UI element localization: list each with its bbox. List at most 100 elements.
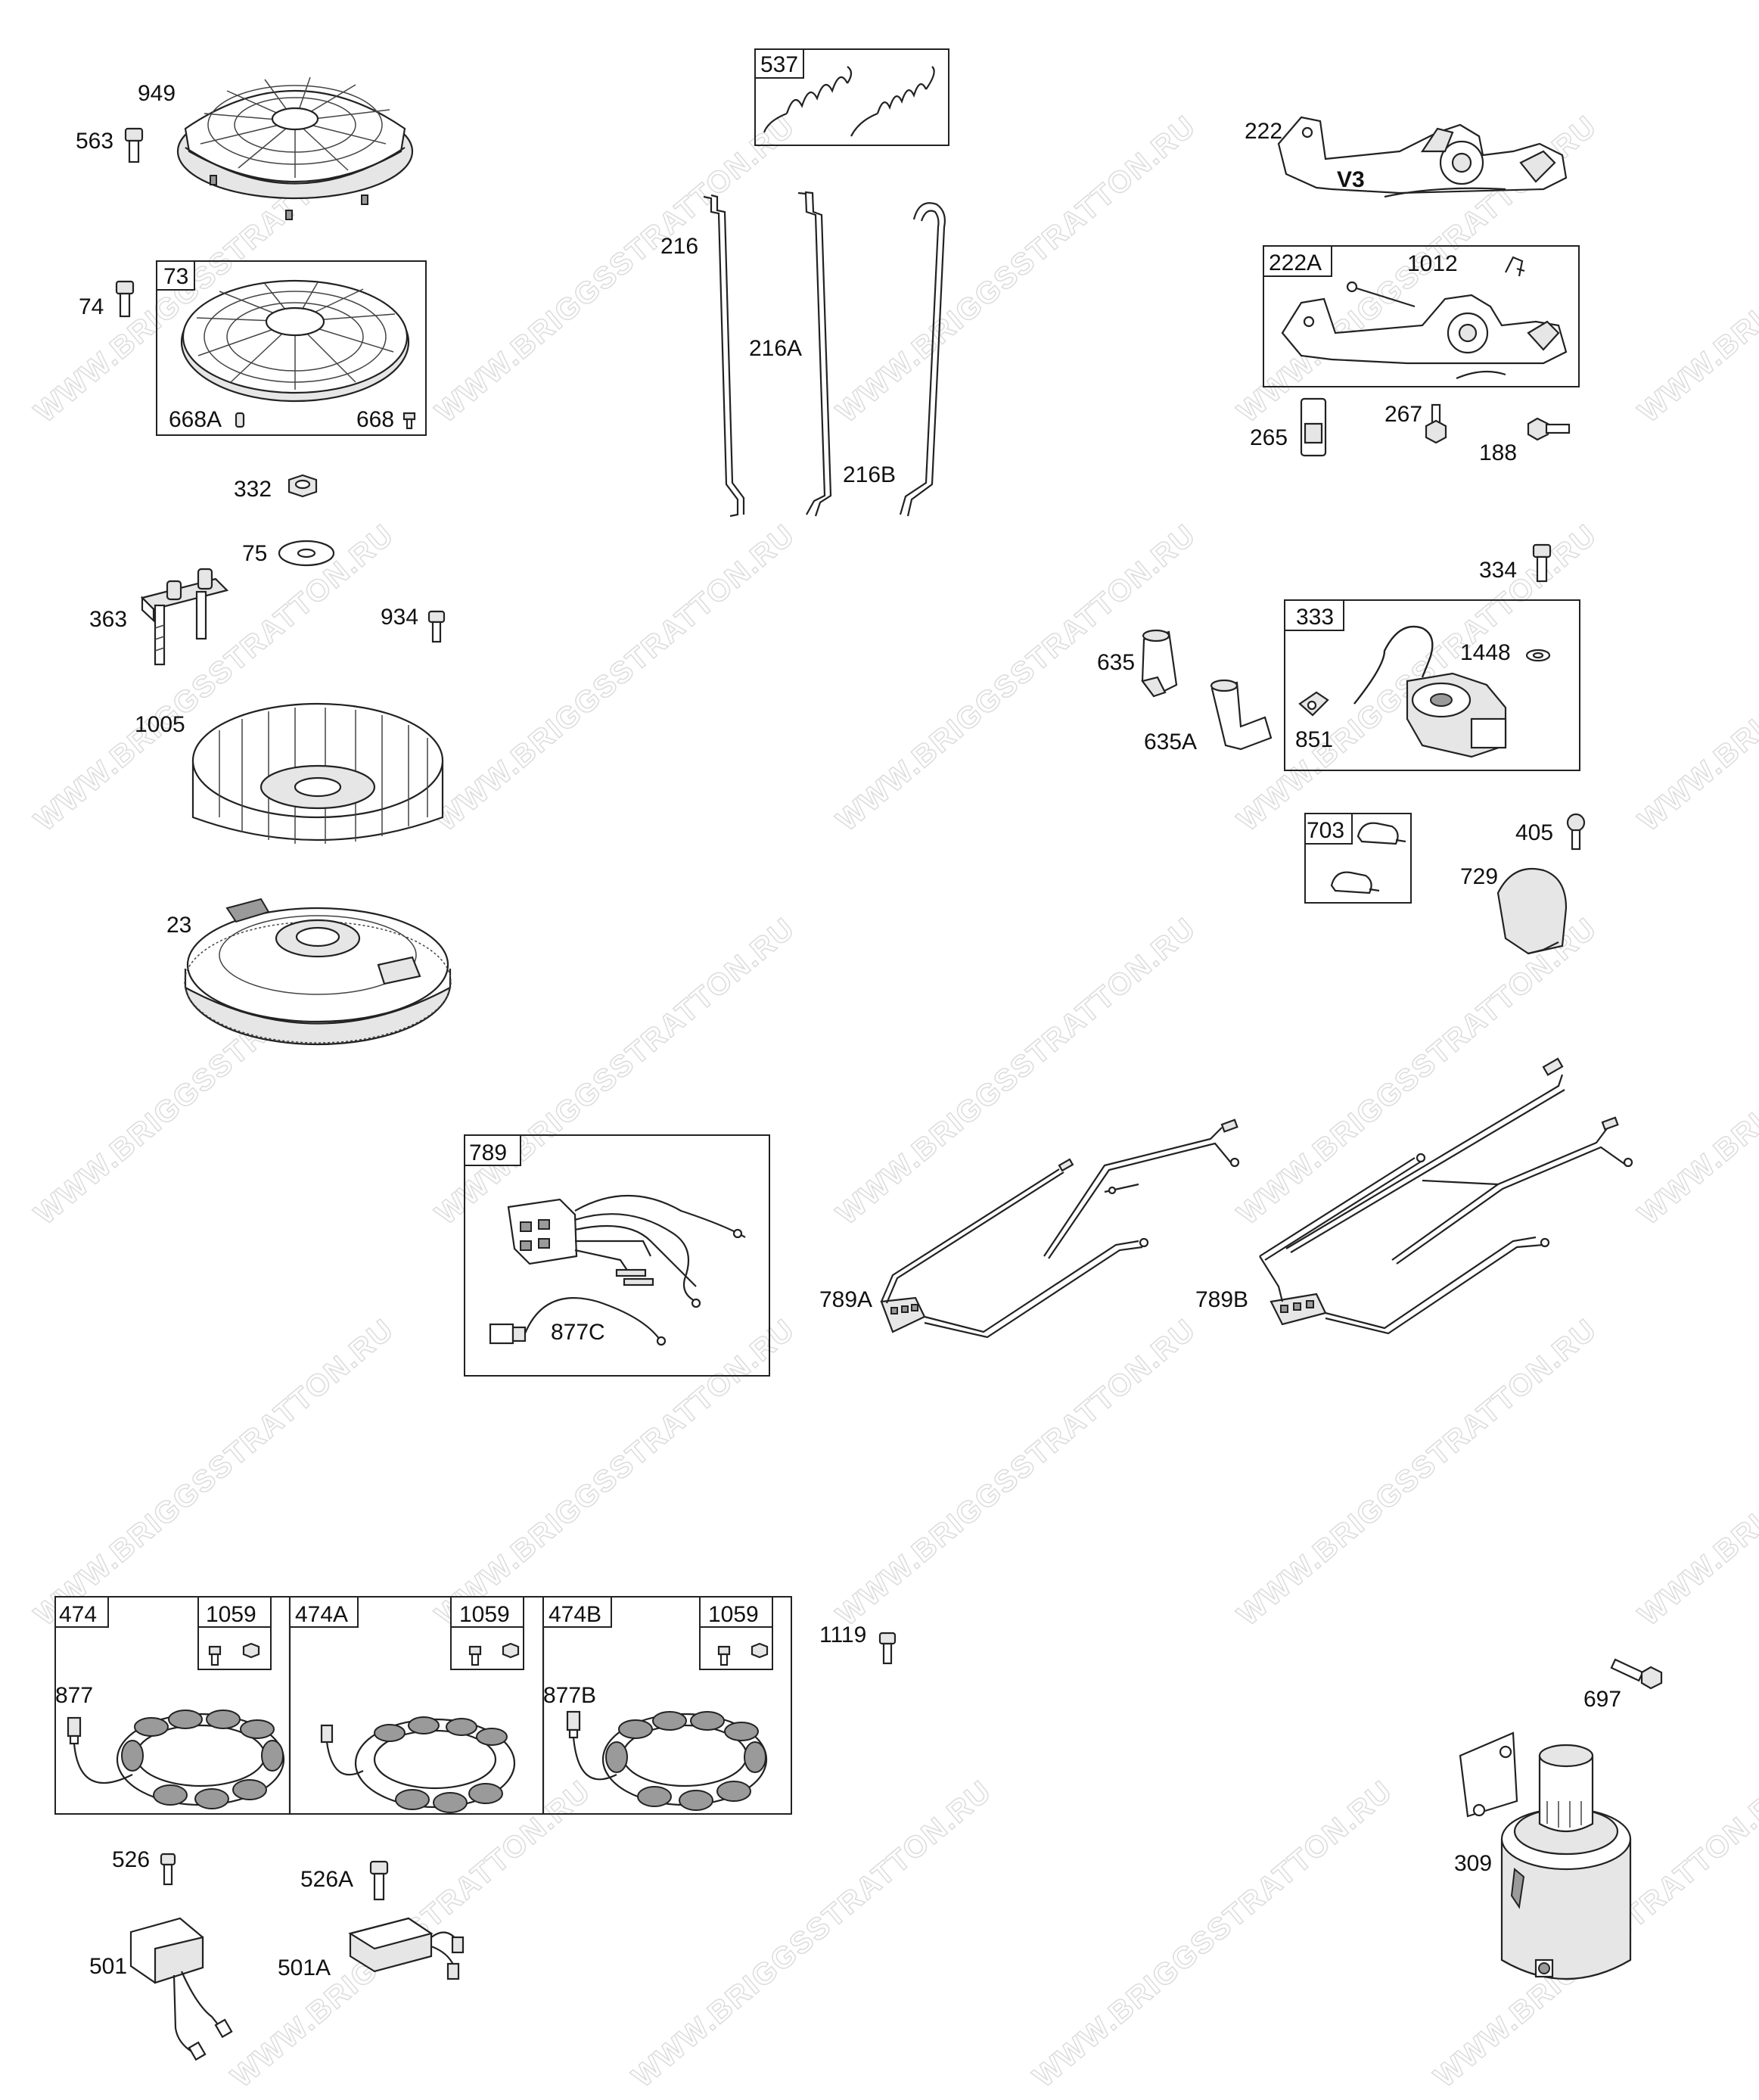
label-789A: 789A — [819, 1287, 872, 1312]
part-1012-clip — [1505, 256, 1525, 277]
part-1005-flywheel-fan[interactable]: 1005 — [135, 702, 444, 844]
label-222: 222 — [1245, 119, 1282, 144]
part-216A-governor-link[interactable]: 216A — [749, 191, 832, 517]
label-267: 267 — [1385, 402, 1422, 427]
label-216A: 216A — [749, 336, 802, 361]
label-188: 188 — [1479, 440, 1517, 465]
label-877: 877 — [55, 1683, 93, 1708]
label-75: 75 — [242, 541, 267, 566]
part-309-starter-motor[interactable]: 309 — [1454, 1731, 1632, 1980]
label-877C: 877C — [551, 1320, 605, 1345]
watermark-text: WWW.BRIGGSSTRATTON.RU — [626, 1774, 999, 2094]
part-789B-wire-harness[interactable]: 789B — [1195, 1057, 1633, 1335]
kit-box-474A[interactable]: 474A 1059 — [289, 1596, 524, 1813]
label-789B: 789B — [1195, 1287, 1248, 1312]
part-474-alternator-stator — [67, 1710, 285, 1809]
watermark-text: WWW.BRIGGSSTRATTON.RU — [430, 109, 802, 429]
label-74: 74 — [79, 294, 104, 319]
part-668A-pin — [235, 412, 245, 428]
label-334: 334 — [1479, 558, 1517, 583]
watermark-text: WWW.BRIGGSSTRATTON.RU — [1633, 911, 1759, 1231]
label-474: 474 — [59, 1602, 97, 1627]
watermark-text: WWW.BRIGGSSTRATTON.RU — [1232, 518, 1604, 838]
label-851: 851 — [1295, 727, 1333, 752]
label-789: 789 — [469, 1140, 507, 1165]
alternator-panel — [54, 1596, 792, 1815]
label-216B: 216B — [843, 462, 896, 487]
label-1059: 1059 — [206, 1602, 256, 1627]
part-1448-washer — [1525, 649, 1551, 662]
label-668A: 668A — [169, 407, 222, 432]
kit-box-474[interactable]: 474 1059 877 — [54, 1596, 285, 1809]
part-1119-screw[interactable]: 1119 — [819, 1622, 897, 1665]
label-1012: 1012 — [1407, 251, 1458, 276]
part-501A-regulator[interactable]: 501A — [278, 1917, 465, 1980]
watermark-text: WWW.BRIGGSSTRATTON.RU — [831, 911, 1203, 1231]
part-934-screw[interactable]: 934 — [381, 605, 446, 643]
label-635: 635 — [1097, 650, 1135, 675]
kit-box-474B[interactable]: 474B 1059 877B — [542, 1596, 773, 1811]
watermark-text: WWW.BRIGGSSTRATTON.RU — [1633, 109, 1759, 429]
part-74-screw[interactable]: 74 — [79, 280, 135, 319]
part-729-cover[interactable]: 729 — [1460, 864, 1568, 955]
label-1059: 1059 — [708, 1602, 759, 1627]
part-23-flywheel[interactable]: 23 — [166, 898, 452, 1046]
label-265: 265 — [1250, 425, 1288, 450]
part-851-clip — [1298, 691, 1329, 717]
part-216B-governor-link[interactable]: 216B — [843, 202, 946, 517]
label-1119: 1119 — [819, 1622, 866, 1647]
watermark-text: WWW.BRIGGSSTRATTON.RU — [430, 911, 802, 1231]
part-635-spark-plug-boot[interactable]: 635 — [1097, 629, 1178, 698]
part-697-screw[interactable]: 697 — [1583, 1658, 1663, 1712]
label-537: 537 — [760, 52, 798, 77]
kit-box-789[interactable]: 789 877C — [464, 1134, 770, 1377]
label-474A: 474A — [295, 1602, 348, 1627]
kit-box-333[interactable]: 333 851 1448 — [1284, 599, 1580, 771]
part-333-ignition-armature — [1353, 625, 1507, 758]
label-934: 934 — [381, 605, 418, 630]
kit-box-73[interactable]: 73 668A 668 — [156, 260, 427, 436]
kit-box-537[interactable]: 537 — [754, 48, 949, 146]
part-75-washer[interactable]: 75 — [242, 540, 335, 567]
part-267-screw[interactable]: 267 — [1385, 402, 1447, 444]
part-526A-screw[interactable]: 526A — [300, 1860, 389, 1901]
part-789-wire-harness — [507, 1195, 746, 1308]
label-877B: 877B — [543, 1683, 596, 1708]
part-563-screw[interactable]: 563 — [76, 127, 144, 163]
kit-box-703[interactable]: 703 — [1304, 813, 1412, 904]
label-v3: V3 — [1337, 167, 1365, 192]
part-668-pin — [402, 412, 416, 430]
watermark-text: WWW.BRIGGSSTRATTON.RU — [831, 1312, 1203, 1632]
watermark-text: WWW.BRIGGSSTRATTON.RU — [430, 1312, 802, 1632]
part-222-control-bracket[interactable]: V3 222 — [1245, 116, 1568, 198]
part-789A-wire-harness[interactable]: 789A — [819, 1118, 1240, 1339]
part-526-screw[interactable]: 526 — [112, 1847, 176, 1886]
part-474B-alternator-stator — [566, 1710, 768, 1811]
part-405-screw[interactable]: 405 — [1515, 813, 1586, 851]
watermark-text: WWW.BRIGGSSTRATTON.RU — [29, 1312, 401, 1632]
watermark-text: WWW.BRIGGSSTRATTON.RU — [1232, 1312, 1604, 1632]
label-216: 216 — [660, 234, 698, 259]
part-635A-spark-plug-boot[interactable]: 635A — [1144, 679, 1273, 754]
label-222A: 222A — [1269, 250, 1322, 275]
label-949: 949 — [138, 81, 176, 106]
part-334-screw[interactable]: 334 — [1479, 543, 1552, 583]
part-949-rotating-screen[interactable]: 949 — [138, 76, 414, 220]
part-332-nut[interactable]: 332 — [234, 474, 318, 502]
kit-box-222A[interactable]: 222A 1012 — [1263, 245, 1580, 387]
label-729: 729 — [1460, 864, 1498, 889]
part-501-regulator[interactable]: 501 — [89, 1917, 233, 2061]
label-668: 668 — [356, 407, 394, 432]
label-23: 23 — [166, 913, 191, 938]
label-332: 332 — [234, 477, 272, 502]
label-697: 697 — [1583, 1687, 1621, 1712]
part-265-bushing[interactable]: 265 — [1250, 397, 1327, 457]
part-537-springs — [763, 66, 935, 137]
part-474A-alternator-stator — [320, 1716, 516, 1813]
watermark-text: WWW.BRIGGSSTRATTON.RU — [1027, 1774, 1400, 2094]
part-363-starter-clutch-tool[interactable]: 363 — [89, 568, 229, 666]
part-188-screw[interactable]: 188 — [1479, 417, 1571, 465]
part-216-governor-link[interactable]: 216 — [660, 194, 745, 518]
